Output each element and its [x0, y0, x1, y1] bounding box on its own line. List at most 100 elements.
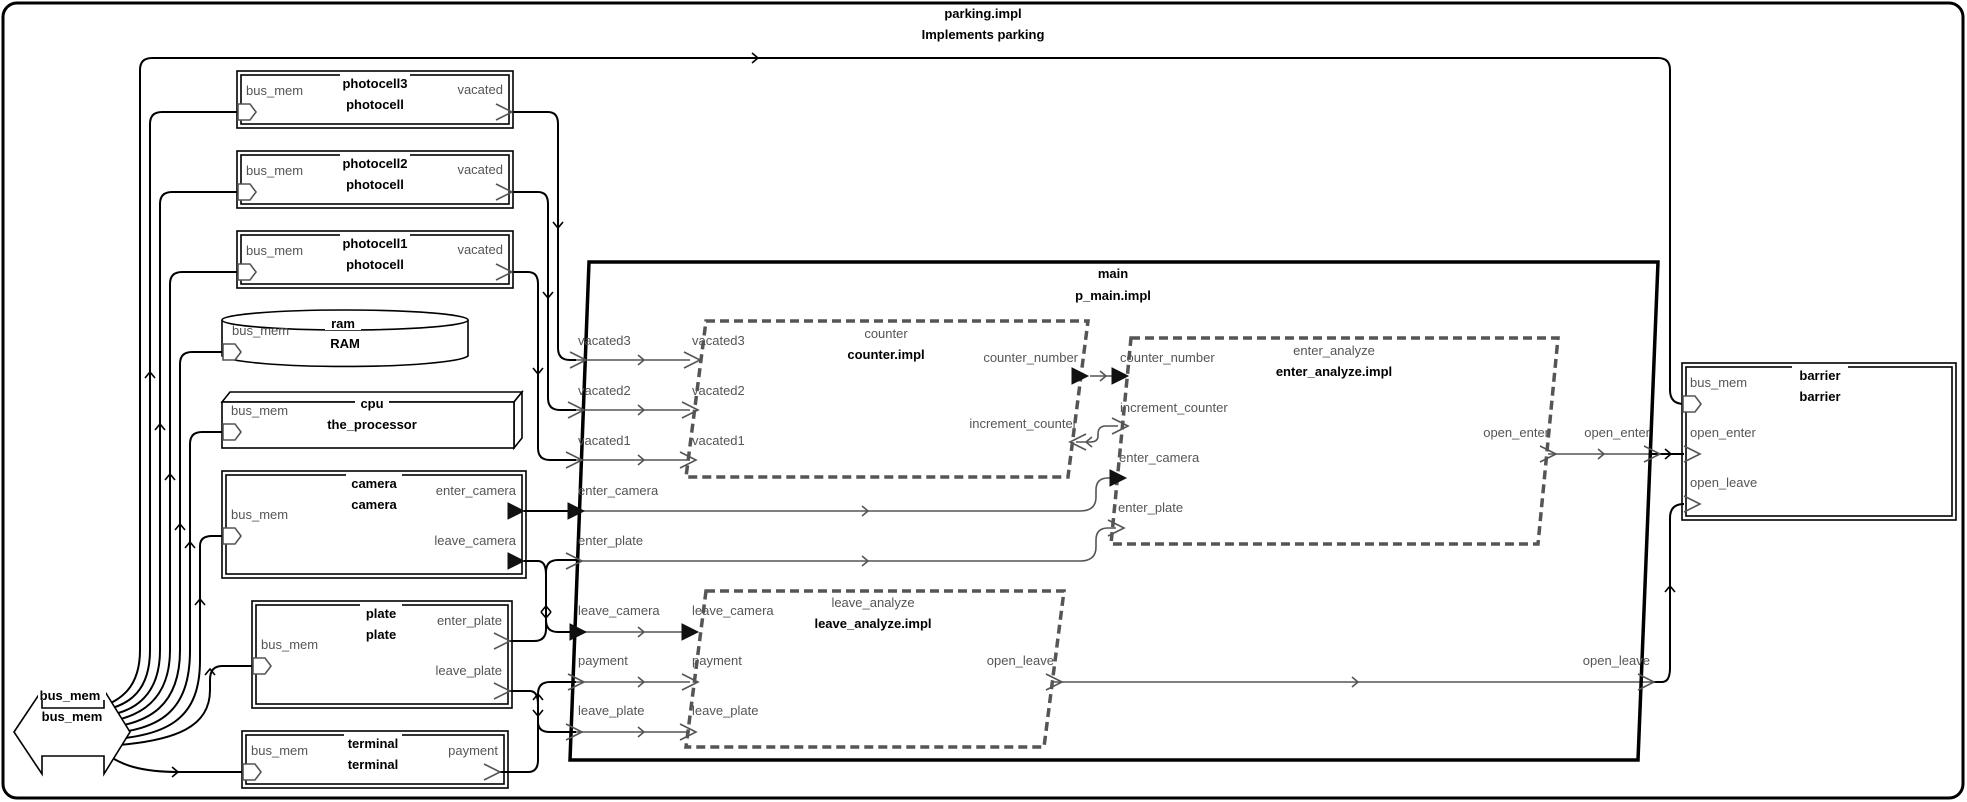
terminal-type: terminal [348, 757, 399, 772]
photocell3-bus-port-label: bus_mem [246, 83, 303, 98]
enter-analyze-port-enter-camera-label: enter_camera [1119, 450, 1200, 465]
main-port-payment-label: payment [578, 653, 628, 668]
barrier-type: barrier [1799, 389, 1840, 404]
enter-analyze-port-enter-plate [1107, 519, 1126, 537]
plate-leave-port-label: leave_plate [436, 663, 503, 678]
system-name: parking.impl [944, 6, 1021, 21]
leave-analyze-port-leave-plate [679, 723, 698, 741]
leave-analyze-port-open-leave-label: open_leave [987, 653, 1054, 668]
photocell1-name: photocell1 [342, 236, 407, 251]
main-port-vacated3-label: vacated3 [578, 333, 631, 348]
plate-type: plate [366, 627, 396, 642]
main-type: p_main.impl [1075, 288, 1151, 303]
main-port-open-enter-label: open_enter [1584, 425, 1650, 440]
barrier-bus-port-label: bus_mem [1690, 375, 1747, 390]
counter-port-vacated1-label: vacated1 [692, 433, 745, 448]
camera-bus-port-label: bus_mem [231, 507, 288, 522]
photocell1-vacated-port [495, 263, 514, 281]
bus-mem[interactable]: bus_mem bus_mem [13, 684, 131, 777]
camera-leave-port [507, 552, 526, 570]
main-port-payment [567, 673, 586, 691]
leave-analyze-port-open-leave [1045, 673, 1064, 691]
counter-port-vacated1 [679, 451, 698, 469]
main-port-vacated1-label: vacated1 [578, 433, 631, 448]
plate-bus-port [252, 657, 272, 675]
ram-name: ram [331, 316, 355, 331]
barrier-name: barrier [1799, 368, 1840, 383]
plate-bus-port-label: bus_mem [261, 637, 318, 652]
main-port-enter-camera-label: enter_camera [578, 483, 659, 498]
counter-port-vacated2-label: vacated2 [692, 383, 745, 398]
barrier-open-leave-port-label: open_leave [1690, 475, 1757, 490]
enter-analyze-port-open-enter-label: open_enter [1483, 425, 1549, 440]
main-port-open-leave-label: open_leave [1583, 653, 1650, 668]
photocell2-vacated-port [495, 183, 514, 201]
photocell1-type: photocell [346, 257, 404, 272]
main-port-enter-plate-label: enter_plate [578, 533, 643, 548]
leave-analyze-thread[interactable]: leave_analyze leave_analyze.impl leave_c… [679, 589, 1066, 749]
enter-analyze-port-open-enter [1539, 445, 1558, 463]
bus-name: bus_mem [40, 688, 101, 703]
photocell3-vacated-port-label: vacated [457, 82, 503, 97]
enter-analyze-type: enter_analyze.impl [1276, 364, 1392, 379]
plate-enter-port-label: enter_plate [437, 613, 502, 628]
terminal-payment-port-label: payment [448, 743, 498, 758]
photocell1-device[interactable]: photocell1 photocell bus_mem vacated [236, 230, 514, 289]
plate-leave-port [493, 682, 512, 700]
photocell2-device[interactable]: photocell2 photocell bus_mem vacated [236, 150, 514, 209]
cpu-type: the_processor [327, 417, 417, 432]
terminal-bus-port-label: bus_mem [251, 743, 308, 758]
counter-port-increment-counter-label: increment_counter [969, 416, 1077, 431]
camera-enter-port [507, 502, 526, 520]
photocell2-bus-port-label: bus_mem [246, 163, 303, 178]
photocell1-vacated-port-label: vacated [457, 242, 503, 257]
enter-analyze-port-counter-number [1111, 367, 1130, 385]
barrier-open-leave-port [1683, 495, 1702, 513]
main-port-vacated1 [565, 451, 584, 469]
enter-analyze-port-enter-camera [1109, 469, 1128, 487]
leave-analyze-port-leave-camera-label: leave_camera [692, 603, 774, 618]
main-port-open-leave [1637, 673, 1656, 691]
camera-enter-port-label: enter_camera [436, 483, 517, 498]
counter-thread[interactable]: counter counter.impl vacated3 vacated2 v… [679, 319, 1090, 479]
counter-port-vacated2 [681, 401, 700, 419]
counter-name: counter [864, 326, 908, 341]
barrier-device[interactable]: barrier barrier bus_mem open_enter open_… [1681, 362, 1957, 521]
counter-type: counter.impl [847, 347, 924, 362]
enter-analyze-port-counter-number-label: counter_number [1120, 350, 1215, 365]
leave-analyze-port-leave-camera [681, 623, 700, 641]
cpu-processor[interactable]: cpu the_processor bus_mem [220, 389, 524, 451]
plate-device[interactable]: plate plate bus_mem enter_plate leave_pl… [251, 600, 513, 709]
counter-port-vacated3-label: vacated3 [692, 333, 745, 348]
barrier-open-enter-port-label: open_enter [1690, 425, 1756, 440]
enter-analyze-thread[interactable]: enter_analyze enter_analyze.impl counter… [1107, 336, 1560, 546]
counter-port-counter-number [1071, 367, 1090, 385]
cpu-bus-port [222, 423, 242, 441]
ram-type: RAM [330, 336, 360, 351]
cpu-name: cpu [360, 396, 383, 411]
terminal-device[interactable]: terminal terminal bus_mem payment [241, 730, 509, 789]
photocell3-device[interactable]: photocell3 photocell bus_mem vacated [236, 70, 514, 129]
terminal-name: terminal [348, 736, 399, 751]
terminal-bus-port [242, 763, 262, 781]
counter-port-counter-number-label: counter_number [983, 350, 1078, 365]
main-port-leave-camera [569, 623, 588, 641]
ram-bus-port [222, 343, 242, 361]
camera-device[interactable]: camera camera bus_mem enter_camera leave… [221, 470, 527, 579]
terminal-payment-port [483, 763, 502, 781]
photocell3-bus-port [237, 103, 257, 121]
main-port-vacated3 [569, 351, 588, 369]
plate-enter-port [493, 632, 512, 650]
main-process[interactable]: main p_main.impl vacated3 vacated2 vacat… [565, 260, 1662, 762]
leave-analyze-port-payment-label: payment [692, 653, 742, 668]
photocell2-vacated-port-label: vacated [457, 162, 503, 177]
main-name: main [1098, 266, 1128, 281]
ram-memory[interactable]: ram RAM bus_mem [221, 309, 469, 368]
photocell3-type: photocell [346, 97, 404, 112]
cpu-bus-port-label: bus_mem [231, 403, 288, 418]
enter-analyze-name: enter_analyze [1293, 343, 1375, 358]
main-port-vacated2 [567, 401, 586, 419]
connections [103, 52, 1685, 778]
leave-analyze-port-payment [681, 673, 700, 691]
